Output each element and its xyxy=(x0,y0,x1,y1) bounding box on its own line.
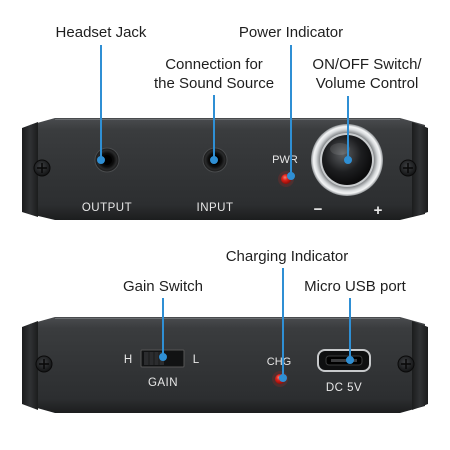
onoff-callout: ON/OFF Switch/ Volume Control xyxy=(302,55,432,93)
dc-5v-label: DC 5V xyxy=(326,382,362,394)
screw-icon xyxy=(33,159,51,177)
gain-switch-text: Gain Switch xyxy=(122,278,204,295)
pwr-label: PWR xyxy=(272,154,298,166)
output-label: OUTPUT xyxy=(82,202,132,214)
micro-usb-text: Micro USB port xyxy=(304,278,406,295)
volume-minus-label: − xyxy=(314,201,323,218)
gain-switch-callout: Gain Switch xyxy=(108,277,218,296)
screw-icon xyxy=(35,355,53,373)
headset-jack-text: Headset Jack xyxy=(55,24,147,41)
onoff-text-line1: ON/OFF Switch/ xyxy=(312,56,422,73)
front-panel-left-end xyxy=(22,122,38,217)
back-panel-left-end xyxy=(22,321,38,410)
micro-usb-callout: Micro USB port xyxy=(296,277,414,296)
connection-callout: Connection for the Sound Source xyxy=(132,55,296,93)
connection-text-line1: Connection for xyxy=(165,56,263,73)
gain-l-label: L xyxy=(193,354,200,366)
gain-label: GAIN xyxy=(148,377,178,389)
chg-label: CHG xyxy=(267,356,291,368)
screw-icon xyxy=(397,355,415,373)
onoff-text-line2: Volume Control xyxy=(315,75,419,92)
back-panel-right-end xyxy=(412,321,428,410)
back-panel-body xyxy=(30,317,425,413)
input-label: INPUT xyxy=(197,202,234,214)
headset-jack-callout: Headset Jack xyxy=(20,23,182,42)
front-panel: OUTPUT INPUT PWR − + xyxy=(22,118,428,220)
front-panel-right-end xyxy=(412,122,428,217)
gain-h-label: H xyxy=(124,354,132,366)
connection-text-line2: the Sound Source xyxy=(153,75,275,92)
charging-indicator-callout: Charging Indicator xyxy=(214,247,360,266)
back-panel: H L GAIN CHG DC 5V xyxy=(22,317,428,413)
micro-usb-port-icon[interactable] xyxy=(317,349,371,372)
callout-lines xyxy=(97,45,354,382)
power-indicator-callout: Power Indicator xyxy=(214,23,368,42)
volume-plus-label: + xyxy=(374,202,383,219)
screw-icon xyxy=(399,159,417,177)
charging-indicator-text: Charging Indicator xyxy=(225,248,349,265)
power-indicator-text: Power Indicator xyxy=(238,24,344,41)
